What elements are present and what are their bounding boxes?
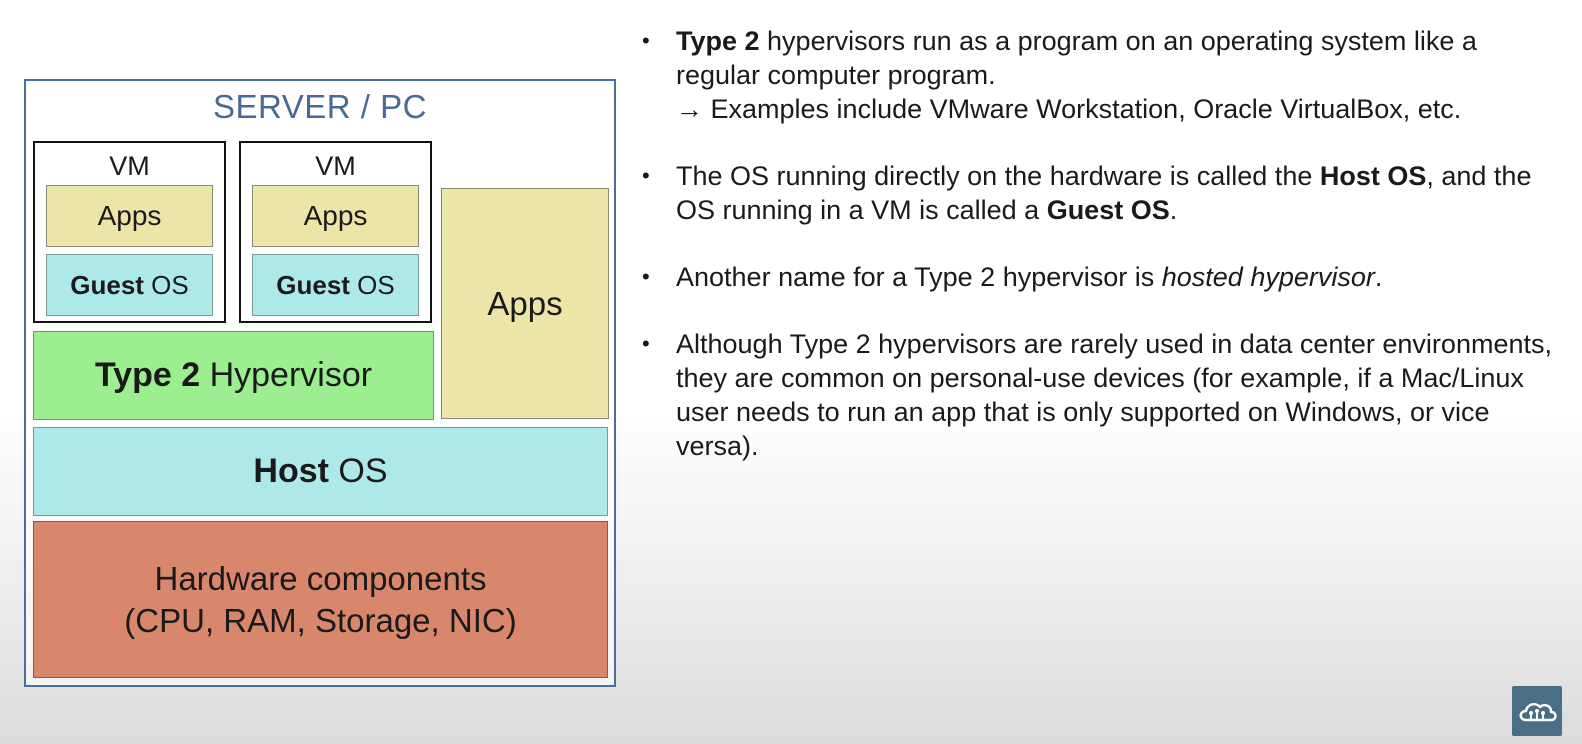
vm-apps: Apps xyxy=(252,185,419,247)
host-os-rest: OS xyxy=(328,452,388,490)
guest-os-bold: Guest xyxy=(276,269,350,300)
bullet-text: , and the OS running in a VM is called a xyxy=(676,161,1539,225)
bullet-bold: Type 2 xyxy=(676,26,760,56)
type2-hypervisor-box: Type 2 Hypervisor xyxy=(33,331,434,420)
bullet-bold: Host OS xyxy=(1319,161,1427,191)
bullet-text: The OS running directly on the hardware … xyxy=(676,161,1320,191)
vm-box-1: VM Apps Guest OS xyxy=(33,141,226,323)
hardware-box: Hardware components (CPU, RAM, Storage, … xyxy=(33,521,608,678)
vm-box-2: VM Apps Guest OS xyxy=(239,141,432,323)
vm-apps: Apps xyxy=(46,185,213,247)
bullet-text: . xyxy=(1374,262,1383,292)
bullet-marker: • xyxy=(642,28,650,53)
host-apps-box: Apps xyxy=(441,188,609,419)
vm-label: VM xyxy=(109,151,150,181)
host-os-box: Host OS xyxy=(33,427,608,516)
server-title: SERVER / PC xyxy=(213,88,427,125)
bullet-item-3: • Another name for a Type 2 hypervisor i… xyxy=(636,260,1566,294)
cloud-network-icon xyxy=(1519,702,1557,722)
hypervisor-rest: Hypervisor xyxy=(200,356,373,394)
bullet-list: • Type 2 hypervisors run as a program on… xyxy=(636,24,1566,496)
bullet-bold: Guest OS xyxy=(1046,195,1170,225)
vm-label: VM xyxy=(315,151,356,181)
guest-os-bold: Guest xyxy=(70,269,144,300)
host-os-bold: Host xyxy=(253,452,329,490)
bullet-text: Although Type 2 hypervisors are rarely u… xyxy=(676,329,1552,461)
bullet-marker: • xyxy=(642,163,650,188)
bullet-text: hypervisors run as a program on an opera… xyxy=(676,26,1485,90)
guest-os-rest: OS xyxy=(143,269,189,300)
bullet-item-2: • The OS running directly on the hardwar… xyxy=(636,159,1566,227)
bullet-italic: hosted hypervisor xyxy=(1161,262,1375,292)
hardware-line2: (CPU, RAM, Storage, NIC) xyxy=(124,601,517,639)
bullet-marker: • xyxy=(642,264,650,289)
hypervisor-bold: Type 2 xyxy=(94,356,201,394)
bullet-text: . xyxy=(1169,195,1178,225)
bullet-item-4: • Although Type 2 hypervisors are rarely… xyxy=(636,327,1566,463)
vm-guest-os: Guest OS xyxy=(46,254,213,316)
bullet-subline: → Examples include VMware Workstation, O… xyxy=(676,94,1462,124)
guest-os-rest: OS xyxy=(349,269,395,300)
channel-logo xyxy=(1512,686,1562,736)
bullet-text: Another name for a Type 2 hypervisor is xyxy=(676,262,1162,292)
vm-guest-os: Guest OS xyxy=(252,254,419,316)
bullet-marker: • xyxy=(642,331,650,356)
hardware-line1: Hardware components xyxy=(154,559,487,597)
bullet-item-1: • Type 2 hypervisors run as a program on… xyxy=(636,24,1566,126)
